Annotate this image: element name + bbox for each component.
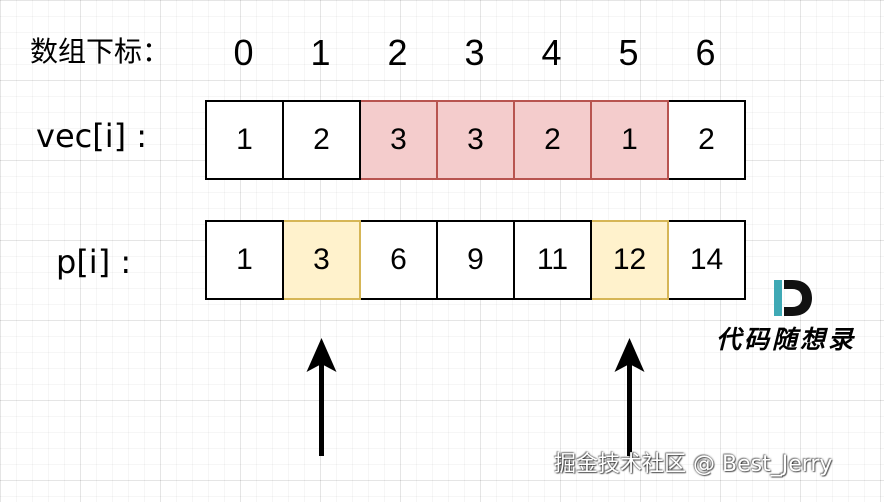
index-label: 2 bbox=[387, 32, 408, 73]
index-label: 4 bbox=[541, 32, 562, 73]
d-logo-icon bbox=[774, 280, 812, 316]
p-cell: 6 bbox=[361, 220, 438, 300]
p-cell: 1 bbox=[207, 220, 284, 300]
up-arrow-icon bbox=[614, 338, 645, 456]
up-arrow-icon bbox=[306, 338, 337, 456]
index-label: 6 bbox=[695, 32, 716, 73]
vec-cell: 2 bbox=[669, 100, 746, 180]
vec-cell: 2 bbox=[284, 100, 361, 180]
arrow-head bbox=[614, 338, 645, 372]
watermark-text: 掘金技术社区 @ Best_Jerry bbox=[554, 452, 833, 477]
vec-cell: 3 bbox=[361, 100, 438, 180]
p-cell: 14 bbox=[669, 220, 746, 300]
index-row-label: 数组下标： bbox=[30, 35, 171, 68]
p-row-label: p[i] : bbox=[56, 243, 132, 281]
p-cell: 12 bbox=[592, 220, 669, 300]
index-label: 3 bbox=[464, 32, 485, 73]
index-label: 0 bbox=[233, 32, 254, 73]
vec-cell: 1 bbox=[207, 100, 284, 180]
brand-logo: 代码随想录 bbox=[712, 272, 872, 362]
index-row: 0 1 2 3 4 5 6 bbox=[205, 28, 744, 78]
vec-cell: 3 bbox=[438, 100, 515, 180]
index-label: 5 bbox=[618, 32, 639, 73]
p-cell: 11 bbox=[515, 220, 592, 300]
vec-row-label: vec[i] : bbox=[36, 117, 148, 155]
p-cell: 3 bbox=[284, 220, 361, 300]
vec-cell: 2 bbox=[515, 100, 592, 180]
p-cell: 9 bbox=[438, 220, 515, 300]
vec-cell: 1 bbox=[592, 100, 669, 180]
index-label: 1 bbox=[310, 32, 331, 73]
brand-logo-text: 代码随想录 bbox=[716, 325, 857, 354]
arrow-head bbox=[306, 338, 337, 372]
